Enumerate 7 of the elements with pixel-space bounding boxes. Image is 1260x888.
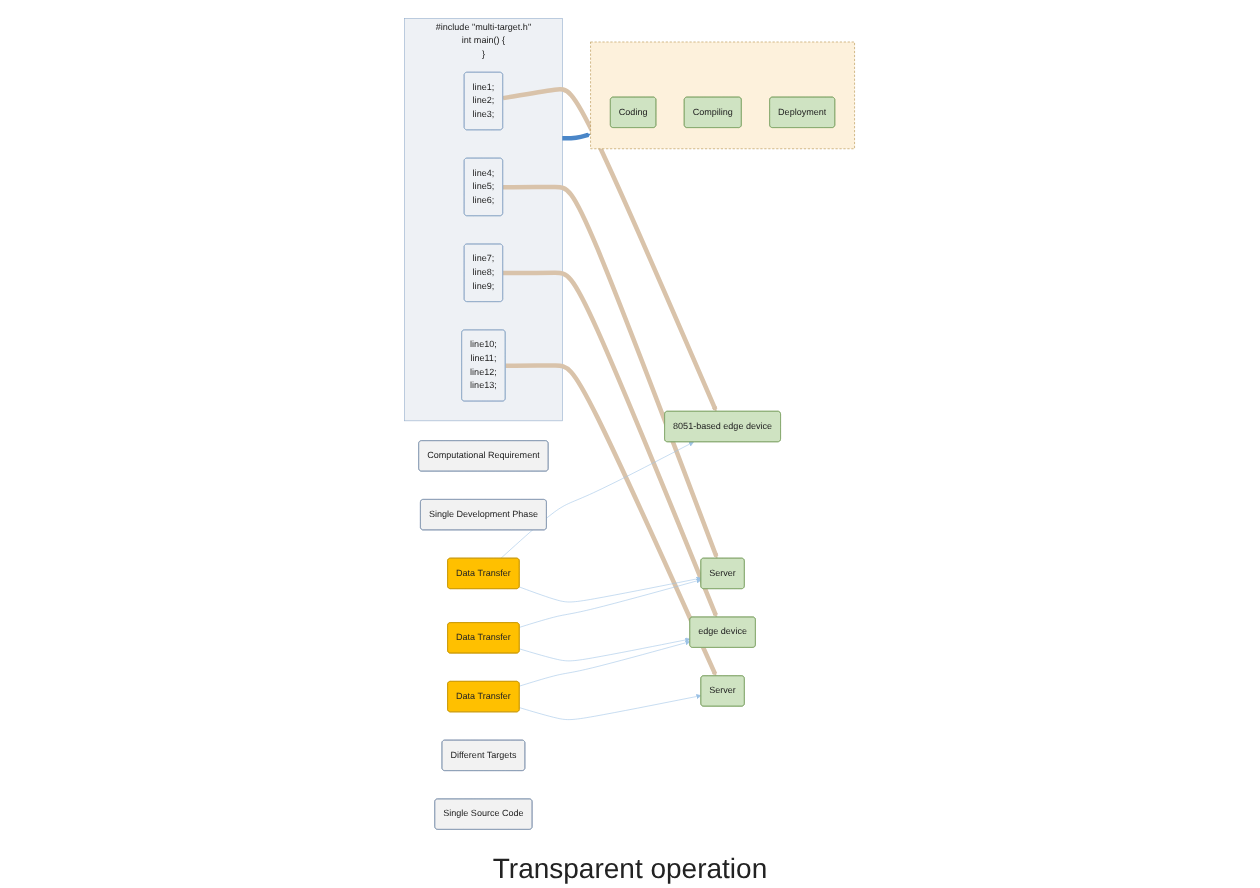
arrow — [503, 87, 718, 412]
arrow — [505, 363, 718, 677]
arrow — [503, 270, 719, 618]
cluster — [590, 41, 856, 150]
arrow — [562, 132, 592, 141]
caption-text: Transparent operation — [492, 852, 768, 884]
arrow — [503, 184, 719, 559]
